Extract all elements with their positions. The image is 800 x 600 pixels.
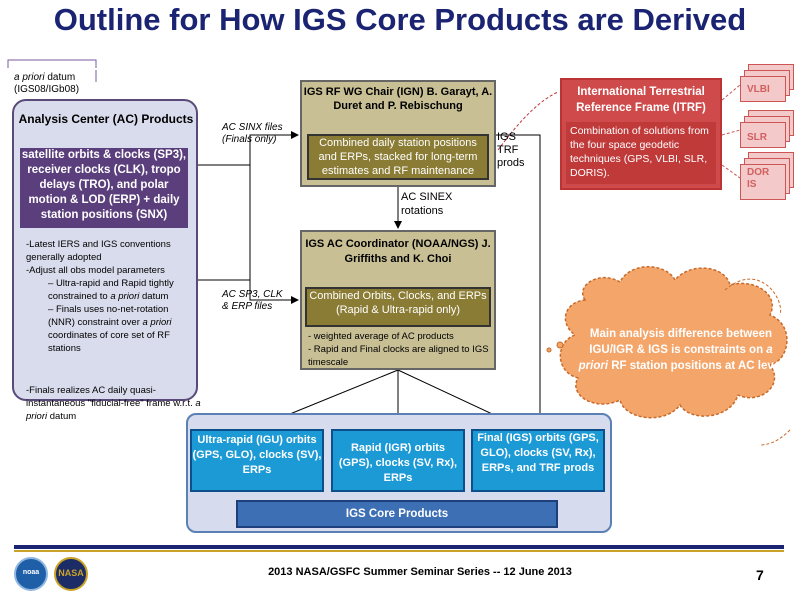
apriori-datum-name: (IGS08/IGb08) xyxy=(14,84,80,95)
note-sub1: – Ultra-rapid and Rapid tightly constrai… xyxy=(48,278,174,302)
label-ac-sinx: AC SINX files (Finals only) xyxy=(222,122,283,145)
rf-wg-heading: IGS RF WG Chair (IGN) B. Garayt, A. Dure… xyxy=(303,86,493,112)
slr-label: SLR xyxy=(747,132,767,143)
cloud-text-a: Main analysis difference between IGU/IGR… xyxy=(589,328,773,356)
footer-rule xyxy=(14,545,784,549)
apriori-italic: a priori xyxy=(14,72,45,83)
final-product: Final (IGS) orbits (GPS, GLO), clocks (S… xyxy=(471,429,605,492)
cloud-shape xyxy=(559,266,788,419)
note-adjust: -Adjust all obs model parameters xyxy=(26,265,165,276)
label-igs-trf: IGS TRF prods xyxy=(497,131,525,169)
sub1-end: datum xyxy=(139,291,169,302)
vlbi-stack: VLBI xyxy=(740,76,786,102)
final-note-text: -Finals realizes AC daily quasi-instanta… xyxy=(26,385,196,409)
rf-wg-inner: Combined daily station positions and ERP… xyxy=(307,134,489,180)
ac-coordinator-notes: - weighted average of AC products - Rapi… xyxy=(308,330,494,369)
sub2-italic: a priori xyxy=(142,317,172,328)
itrf-inner: Combination of solutions from the four s… xyxy=(566,122,716,184)
rapid-product: Rapid (IGR) orbits (GPS), clocks (SV, Rx… xyxy=(331,429,465,492)
ac-coordinator-heading: IGS AC Coordinator (NOAA/NGS) J. Griffit… xyxy=(305,238,491,265)
final-note-end: datum xyxy=(47,411,77,422)
arrow-rfwg-to-final xyxy=(496,134,544,430)
cloud-text: Main analysis difference between IGU/IGR… xyxy=(576,326,786,374)
igs-core-products: IGS Core Products xyxy=(236,500,558,528)
page-number: 7 xyxy=(756,567,764,583)
sub1-text: Ultra-rapid and Rapid tightly constraine… xyxy=(48,278,174,302)
acc-note-2: - Rapid and Final clocks are aligned to … xyxy=(308,344,489,368)
cloud-text-b: RF station positions at AC level xyxy=(608,360,784,372)
apriori-rest: datum xyxy=(44,72,76,83)
sub1-italic: a priori xyxy=(110,291,140,302)
note-conventions: -Latest IERS and IGS conventions general… xyxy=(26,239,171,263)
analysis-center-title: Analysis Center (AC) Products xyxy=(18,112,194,126)
analysis-center-notes: -Latest IERS and IGS conventions general… xyxy=(26,238,190,355)
apriori-datum-label: a priori datum (IGS08/IGb08) xyxy=(14,72,79,96)
cloud-text-italic: a priori xyxy=(578,344,773,372)
itrf-link xyxy=(497,91,559,151)
nasa-logo-text: NASA xyxy=(58,568,84,578)
page-title: Outline for How IGS Core Products are De… xyxy=(53,2,747,37)
acc-note-1: - weighted average of AC products xyxy=(308,331,454,342)
itrf-title: International Terrestrial Reference Fram… xyxy=(576,86,706,114)
label-ac-sinex-rotations: AC SINEX rotations xyxy=(401,191,453,217)
vlbi-label: VLBI xyxy=(747,84,770,95)
slr-stack: SLR xyxy=(740,122,786,148)
arrow-ac-to-rfwg xyxy=(198,131,299,166)
nasa-logo xyxy=(54,557,88,591)
ac-coordinator-inner: Combined Orbits, Clocks, and ERPs (Rapid… xyxy=(305,287,491,327)
doris-label: DORIS xyxy=(747,167,770,190)
analysis-center-products: satellite orbits & clocks (SP3), receive… xyxy=(20,148,188,228)
noaa-logo xyxy=(14,557,48,591)
final-note-italic: a priori xyxy=(26,398,201,422)
footer-text: 2013 NASA/GSFC Summer Seminar Series -- … xyxy=(268,566,572,578)
note-sub2: – Finals uses no-net-rotation (NNR) cons… xyxy=(48,304,172,354)
sub2-end: coordinates of core set of RF stations xyxy=(48,330,170,354)
footer-rule-gold xyxy=(14,550,784,552)
apriori-bracket xyxy=(7,59,97,68)
ultra-rapid-product: Ultra-rapid (IGU) orbits (GPS, GLO), clo… xyxy=(190,429,324,492)
sub2-text: Finals uses no-net-rotation (NNR) constr… xyxy=(48,304,169,328)
noaa-logo-text: noaa xyxy=(22,569,40,576)
label-ac-sp3: AC SP3, CLK & ERP files xyxy=(222,289,283,312)
finals-note: -Finals realizes AC daily quasi-instanta… xyxy=(26,384,206,423)
doris-stack: DORIS xyxy=(740,164,786,200)
arrow-ac-to-accoord xyxy=(198,279,299,304)
